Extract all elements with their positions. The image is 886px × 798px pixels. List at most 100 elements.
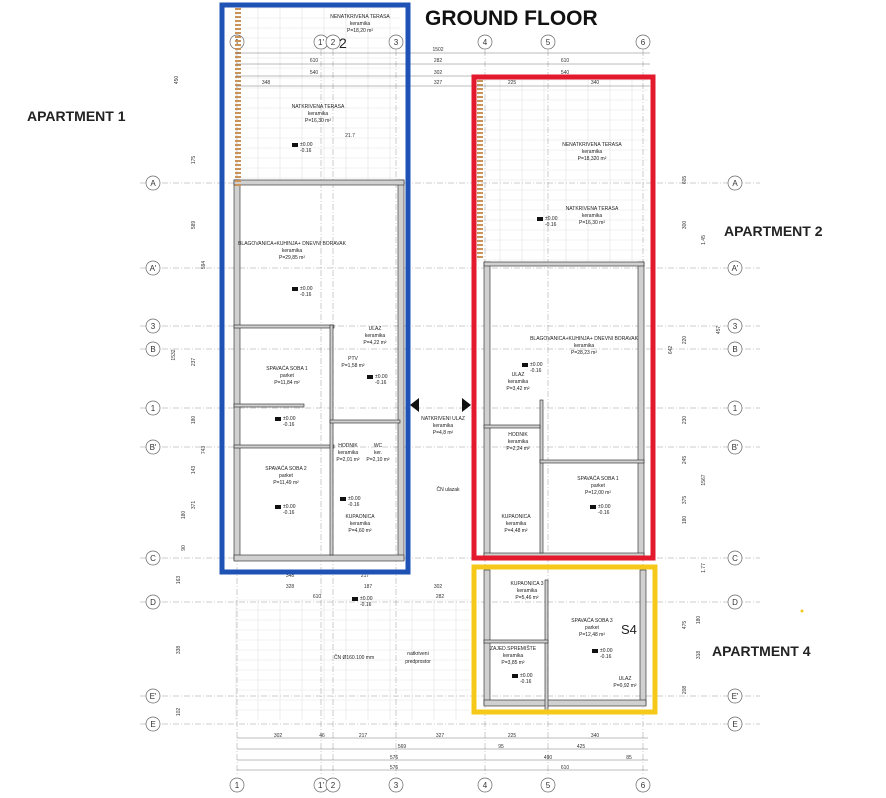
- dimension-label: 302: [434, 584, 443, 590]
- apartment-2-outline[interactable]: [471, 74, 656, 561]
- room-name: ULAZ: [512, 372, 525, 378]
- column-axis-bubble: [229, 777, 245, 793]
- column-axis-label: 1: [235, 781, 240, 790]
- column-axis-bubble: [388, 777, 404, 793]
- apartment-2-label: APARTMENT 2: [724, 223, 823, 239]
- dimension-label: 282: [434, 58, 443, 64]
- dimension-label: 208: [682, 686, 688, 695]
- level-marker-icon: [590, 505, 596, 509]
- level-marker-icon: [340, 497, 346, 501]
- dimension-label: 348: [262, 80, 271, 86]
- dimension-label: 605: [682, 176, 688, 185]
- column-axis-bubble: [635, 34, 651, 50]
- room-name: BLAGOVANICA+KUHINJA+ DNEVNI BORAVAK: [238, 241, 346, 247]
- dimension-label: 180: [696, 616, 702, 625]
- marker-dot: [800, 609, 804, 613]
- row-axis-bubble: [145, 550, 161, 566]
- room-name: BLAGOVANICA+KUHINJA+ DNEVNI BORAVAK: [530, 336, 638, 342]
- room-area: P=3,85 m²: [501, 660, 525, 666]
- row-axis-bubble: [145, 175, 161, 191]
- dimension-label: 237: [191, 358, 197, 367]
- column-axis-label: 3: [394, 781, 399, 790]
- row-axis-bubble: [145, 439, 161, 455]
- row-axis-bubble: [727, 688, 743, 704]
- row-axis-label: 1: [151, 404, 156, 413]
- row-axis-bubble: [727, 318, 743, 334]
- level-marker-icon: [352, 597, 358, 601]
- apartment-1-outline[interactable]: [219, 2, 411, 575]
- room-floor: keramika: [517, 588, 538, 594]
- column-axis-label: 4: [483, 38, 488, 47]
- apartment-4-outline[interactable]: [471, 564, 658, 715]
- room-area: P=5,46 m²: [515, 595, 539, 601]
- room-floor: keramika: [350, 21, 371, 27]
- column-axis-label: 1: [235, 38, 240, 47]
- room-floor: parket: [280, 373, 295, 379]
- level-marker-icon: [275, 505, 281, 509]
- dimension-label: 1567: [701, 474, 707, 485]
- room-area: P=2,01 m²: [336, 457, 360, 463]
- row-axis-label: A: [732, 179, 738, 188]
- row-axis-bubble: [727, 260, 743, 276]
- level-mark: -0.16: [300, 292, 312, 298]
- dimension-label: 143: [191, 466, 197, 475]
- row-axis-bubble: [145, 318, 161, 334]
- row-axis-label: C: [150, 554, 156, 563]
- row-axis-bubble: [727, 716, 743, 732]
- level-marker-icon: [512, 674, 518, 678]
- apartment-4-label: APARTMENT 4: [712, 643, 811, 659]
- room-area: P=29,85 m²: [279, 255, 305, 261]
- room-name: NATKRIVENA TERASA: [566, 206, 619, 212]
- dimension-label: 1.45: [701, 235, 707, 245]
- level-marker-icon: [292, 143, 298, 147]
- level-marker-icon: [592, 649, 598, 653]
- room-floor: keramika: [503, 653, 524, 659]
- level-mark: ±0.00: [598, 504, 611, 510]
- level-mark: ±0.00: [545, 216, 558, 222]
- room-area: P=2,24 m²: [506, 446, 530, 452]
- row-axis-bubble: [145, 594, 161, 610]
- column-axis-bubble: [325, 777, 341, 793]
- row-axis-bubble: [727, 594, 743, 610]
- level-marker-icon: [522, 363, 528, 367]
- dimension-label: 327: [434, 80, 443, 86]
- row-axis-label: D: [732, 598, 738, 607]
- room-area: P=11,84 m²: [274, 380, 300, 386]
- dimension-label: 425: [577, 744, 586, 750]
- dimension-label: 642: [668, 346, 674, 355]
- room-floor: parket: [279, 473, 294, 479]
- room-name: KUPAONICA 3: [511, 581, 544, 587]
- level-mark: ±0.00: [283, 504, 296, 510]
- room-area: P=12,48 m²: [579, 632, 605, 638]
- dimension-label: 90: [181, 545, 187, 551]
- dimension-label: 95: [498, 744, 504, 750]
- dimension-label: 610: [561, 58, 570, 64]
- level-mark: -0.16: [375, 380, 387, 386]
- room-name: NATKRIVENA TERASA: [292, 104, 345, 110]
- room-name: SPAVAĆA SOBA 2: [265, 465, 307, 472]
- dimension-label: 475: [682, 621, 688, 630]
- level-mark: ±0.00: [300, 142, 313, 148]
- row-axis-label: D: [150, 598, 156, 607]
- level-mark: -0.16: [530, 368, 542, 374]
- row-axis-label: B': [150, 443, 157, 452]
- room-name: KUPAONICA: [345, 514, 375, 520]
- row-axis-label: C: [732, 554, 738, 563]
- column-axis-label: 4: [483, 781, 488, 790]
- row-axis-label: E': [732, 692, 739, 701]
- room-floor: keramika: [282, 248, 303, 254]
- column-axis-label: 1': [318, 781, 324, 790]
- row-axis-bubble: [145, 400, 161, 416]
- dimension-label: 540: [310, 70, 319, 76]
- dimension-label: 1502: [432, 47, 443, 53]
- room-area: P=4,22 m²: [363, 340, 387, 346]
- dimension-label: 180: [191, 416, 197, 425]
- dimension-label: 46: [319, 733, 325, 739]
- room-area: P=1,58 m²: [341, 363, 365, 369]
- dimension-label: 576: [390, 765, 399, 771]
- row-axis-bubble: [727, 175, 743, 191]
- dimension-label: 163: [176, 576, 182, 585]
- room-area: P=11,49 m²: [273, 480, 299, 486]
